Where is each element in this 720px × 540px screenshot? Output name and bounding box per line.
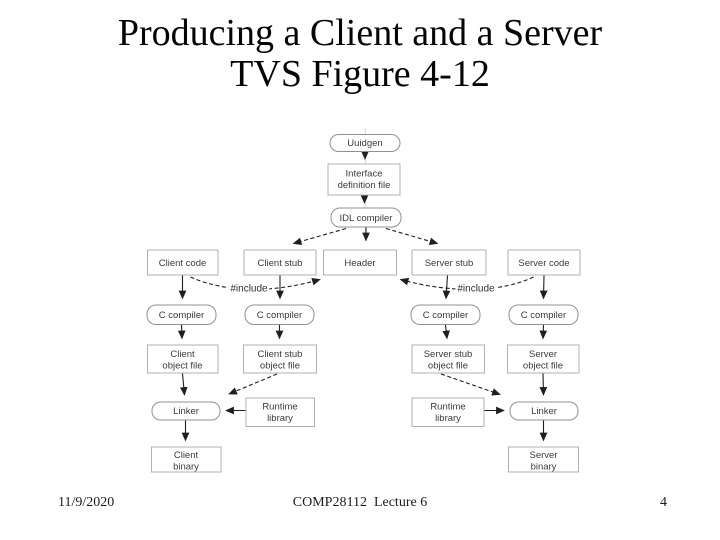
client-binary-line2: binary [173, 462, 199, 473]
node-server-stub-object-file: Server stub object file [411, 344, 485, 374]
node-server-code: Server code [507, 249, 581, 276]
arrow-serverobject-to-linker [539, 373, 548, 396]
server-code-label: Server code [518, 258, 569, 269]
arrow-serverstubobject-to-linker [440, 373, 501, 396]
title-line-1: Producing a Client and a Server [117, 12, 603, 54]
node-idl-compiler: IDL compiler [330, 207, 402, 228]
client-binary-box [151, 446, 222, 473]
node-client-binary: Client binary [151, 446, 222, 473]
client-object-line2: object file [162, 361, 202, 372]
server-binary-box [508, 446, 579, 473]
arrow-serverstub-to-ccompiler3 [442, 275, 451, 300]
header-box [323, 249, 397, 276]
arrow-clientobject-to-linker [179, 373, 188, 396]
server-stub-label: Server stub [425, 258, 474, 269]
client-stub-object-line1: Client stub [258, 349, 303, 360]
node-interface-definition-file: Interface definition file [327, 163, 401, 196]
interface-file-line2: definition file [338, 180, 391, 191]
idl-compiler-box [330, 207, 402, 228]
node-c-compiler-4: C compiler [508, 304, 579, 325]
idl-compiler-label: IDL compiler [340, 213, 393, 224]
node-client-object-file: Client object file [147, 344, 219, 374]
client-stub-box [243, 249, 317, 276]
c-compiler-3-label: C compiler [423, 310, 468, 321]
node-runtime-library-left: Runtime library [245, 397, 315, 427]
c-compiler-4-label: C compiler [521, 310, 566, 321]
node-linker-right: Linker [509, 401, 579, 421]
uuidgen-label: Uuidgen [347, 138, 382, 149]
include-label-right: #include [457, 284, 495, 295]
linker-right-box [509, 401, 579, 421]
server-code-box [507, 249, 581, 276]
footer-course: COMP28112 Lecture 6 [292, 495, 428, 510]
node-linker-left: Linker [151, 401, 221, 421]
runtime-right-line1: Runtime [430, 402, 465, 413]
arrow-include-clientcode-to-header [190, 276, 321, 290]
client-stub-object-box [243, 344, 317, 374]
client-binary-line1: Client [174, 450, 199, 461]
node-runtime-library-right: Runtime library [411, 397, 485, 427]
arrow-servercode-to-ccompiler4 [539, 275, 548, 300]
server-object-line2: object file [523, 361, 563, 372]
c-compiler-2-label: C compiler [257, 310, 302, 321]
server-binary-line2: binary [531, 462, 557, 473]
arrow-clientstubobject-to-linker [228, 373, 278, 395]
runtime-left-line1: Runtime [262, 402, 297, 413]
arrow-ccompiler1-to-clientobject [177, 324, 186, 340]
c-compiler-1-box [146, 304, 217, 325]
include-label-left: #include [230, 284, 268, 295]
header-label: Header [344, 258, 375, 269]
server-stub-object-line2: object file [428, 361, 468, 372]
client-object-box [147, 344, 219, 374]
title-line-2: TVS Figure 4-12 [230, 53, 490, 95]
uuidgen-box [329, 134, 401, 152]
runtime-left-box [245, 397, 315, 427]
node-c-compiler-1: C compiler [146, 304, 217, 325]
node-server-binary: Server binary [508, 446, 579, 473]
arrow-idl-to-clientstub [292, 227, 347, 246]
footer-date: 11/9/2020 [58, 495, 115, 510]
c-compiler-3-box [410, 304, 481, 325]
server-object-line1: Server [529, 349, 557, 360]
server-stub-object-line1: Server stub [424, 349, 473, 360]
server-binary-line1: Server [530, 450, 558, 461]
node-c-compiler-2: C compiler [244, 304, 315, 325]
c-compiler-4-box [508, 304, 579, 325]
server-stub-box [411, 249, 487, 276]
node-c-compiler-3: C compiler [410, 304, 481, 325]
arrow-ccompiler3-to-serverstubobject [442, 324, 450, 340]
client-stub-label: Client stub [258, 258, 303, 269]
node-client-stub-object-file: Client stub object file [243, 344, 317, 374]
server-stub-object-box [411, 344, 485, 374]
node-header: Header [323, 249, 397, 276]
interface-file-box [327, 163, 401, 196]
runtime-right-box [411, 397, 485, 427]
slide-title: Producing a Client and a Server TVS Figu… [0, 13, 720, 95]
arrow-include-servercode-to-header [399, 276, 534, 290]
server-object-box [507, 344, 580, 374]
linker-left-box [151, 401, 221, 421]
footer-page-number: 4 [660, 495, 667, 510]
interface-file-line1: Interface [346, 169, 383, 180]
runtime-right-line2: library [435, 413, 461, 424]
runtime-left-line2: library [267, 413, 293, 424]
c-compiler-1-label: C compiler [159, 310, 204, 321]
node-uuidgen: Uuidgen [329, 134, 401, 152]
node-server-object-file: Server object file [507, 344, 580, 374]
node-client-stub: Client stub [243, 249, 317, 276]
client-object-line1: Client [170, 349, 195, 360]
client-code-box [147, 249, 219, 276]
node-server-stub: Server stub [411, 249, 487, 276]
client-code-label: Client code [159, 258, 207, 269]
client-stub-object-line2: object file [260, 361, 300, 372]
arrow-ccompiler4-to-serverobject [539, 324, 548, 340]
node-client-code: Client code [147, 249, 219, 276]
linker-right-label: Linker [531, 406, 557, 417]
c-compiler-2-box [244, 304, 315, 325]
linker-left-label: Linker [173, 406, 199, 417]
arrow-idl-to-serverstub [385, 227, 439, 245]
